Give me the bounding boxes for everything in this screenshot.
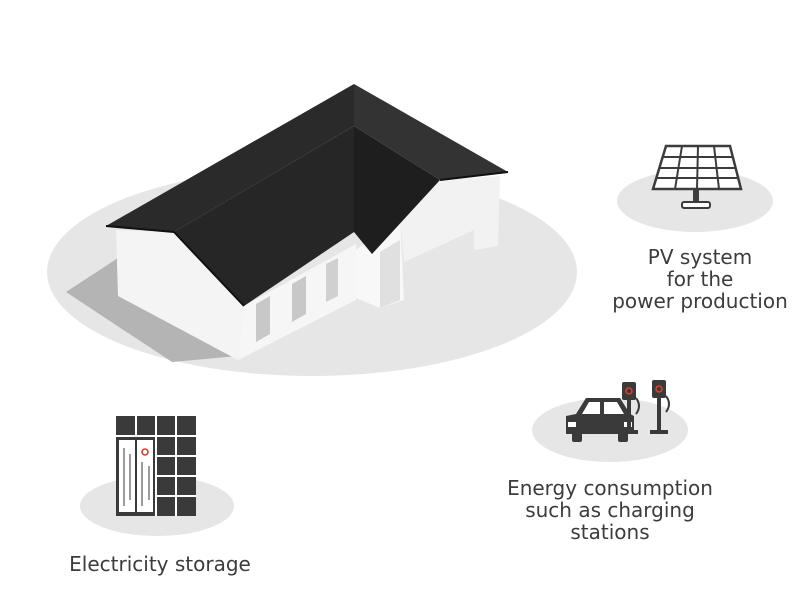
house-roof-main [106,84,354,232]
solar-panel-stand [693,189,699,203]
house-roof-wing [354,126,440,254]
electricity-storage-label: Electricity storage [55,553,265,575]
house-window [256,296,270,342]
energy-consumption-label: Energy consumption such as charging stat… [495,477,725,543]
ev-charging-group [532,380,688,462]
house-front-wall [116,230,244,360]
roof-edge [105,225,245,307]
pv-system-label: PV system for the power production [600,246,800,312]
roof-edge [439,171,509,181]
label-line: PV system [647,245,753,269]
house-window [292,276,306,322]
label-line: such as charging [525,498,695,522]
house-window [326,258,338,302]
storage-unit [137,440,153,512]
solar-panel-base [681,201,711,209]
label-line: for the [666,267,734,291]
battery-storage-icon [80,416,234,536]
label-line: power production [612,289,788,313]
house-icon [47,84,577,376]
house-door-recess [380,240,400,308]
storage-unit [119,440,135,512]
charging-station-icon [620,382,640,434]
house-back-wall [400,176,500,262]
charging-station-icon [650,380,670,434]
house-roof-ridge [354,84,508,180]
label-line: Electricity storage [69,552,251,576]
label-line: Energy consumption [507,476,713,500]
solar-panel-icon [617,144,773,232]
house-roof-front [174,126,354,306]
label-line: stations [570,520,650,544]
